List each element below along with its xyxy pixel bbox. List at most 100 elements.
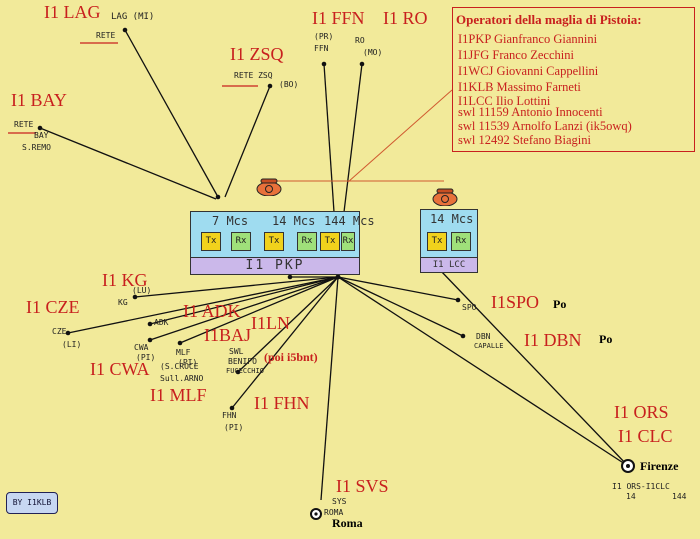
region-dbn: Po (599, 332, 613, 346)
call-ro: I1 RO (383, 8, 428, 28)
call-bay: I1 BAY (11, 90, 67, 110)
link-clc-2 (439, 269, 629, 467)
freq-14-lcc: 14 Mcs (430, 212, 474, 226)
sketch-spo-1: SPO (462, 303, 477, 312)
call-cwa: I1 CWA (90, 359, 150, 379)
tx-unit: Tx (264, 232, 284, 251)
sketch-adk-1: ADK (154, 318, 169, 327)
sketch-zsq-2: (BO) (279, 80, 299, 89)
sketch-clc-1: I1 ORS-I1CLC (612, 482, 670, 491)
freq-7: 7 Mcs (212, 214, 249, 228)
link-bay (39, 127, 217, 200)
call-cze: I1 CZE (26, 297, 80, 317)
sketch-cwa-3: (S.CROCE (160, 362, 199, 371)
link-lag (124, 29, 219, 198)
link-dbn (337, 276, 464, 337)
city-firenze: Firenze (640, 459, 679, 473)
sketch-swl-1: SWL (229, 347, 244, 356)
link-ffn (323, 63, 335, 213)
link-adk (149, 276, 339, 325)
sketch-lag-2: RETE (96, 31, 116, 40)
sketch-fhn-2: (PI) (224, 423, 244, 432)
tx-unit: Tx (320, 232, 340, 251)
sketch-dbn-2: CAPALLE (474, 342, 504, 350)
operator-1: I1PKP Gianfranco Giannini (458, 32, 598, 46)
telephone-icon (432, 188, 458, 206)
link-clc-1 (337, 276, 629, 467)
call-svs: I1 SVS (336, 476, 389, 496)
call-zsq: I1 ZSQ (230, 44, 284, 64)
sketch-clc-2: 14 (626, 492, 636, 501)
tx-unit: Tx (427, 232, 447, 251)
link-ro (343, 63, 363, 213)
call-clc: I1 CLC (618, 426, 673, 446)
operators-title: Operatori della maglia di Pistoia: (456, 12, 642, 27)
operator-2: I1JFG Franco Zecchini (458, 48, 574, 62)
hub-lcc-label: I1 LCC (420, 257, 478, 273)
call-dbn: I1 DBN (524, 330, 582, 350)
hub-pkp-label: I1 PKP (190, 257, 360, 275)
freq-14: 14 Mcs (272, 214, 316, 228)
tx-unit: Tx (201, 232, 221, 251)
sketch-cwa-1: CWA (134, 343, 149, 352)
sketch-svs-1: SYS (332, 497, 347, 506)
author-signature: BY I1KLB (6, 492, 58, 514)
link-fhn (231, 276, 339, 409)
link-zsq (224, 85, 271, 198)
sketch-kg-2: KG (118, 298, 128, 307)
call-kg: I1 KG (102, 270, 148, 290)
operator-8: swl 12492 Stefano Biagini (458, 133, 591, 147)
call-adk: I1 ADK (183, 301, 241, 321)
rx-unit: Rx (231, 232, 251, 251)
call-mlf: I1 MLF (150, 385, 207, 405)
call-fhn: I1 FHN (254, 393, 310, 413)
link-svs (320, 276, 339, 501)
call-ors: I1 ORS (614, 402, 669, 422)
rx-unit: Rx (341, 232, 355, 251)
link-kg (134, 276, 339, 298)
operator-4: I1KLB Massimo Farneti (458, 80, 581, 94)
operator-7: swl 11539 Arnolfo Lanzi (ik5owq) (458, 119, 632, 133)
sketch-fhn-1: FHN (222, 411, 237, 420)
pointer-line (347, 89, 453, 183)
sketch-ro-1: RO (355, 36, 365, 45)
sketch-cze-1: CZE (52, 327, 67, 336)
sketch-dbn-1: DBN (476, 332, 491, 341)
sketch-cze-2: (LI) (62, 340, 82, 349)
sketch-bay-2: BAY (34, 131, 49, 140)
operator-3: I1WCJ Giovanni Cappellini (458, 64, 599, 78)
call-baj: I1BAJ (204, 325, 252, 345)
sketch-zsq-1: RETE ZSQ (234, 71, 273, 80)
link-spo (337, 276, 459, 301)
link-swl (237, 276, 339, 373)
freq-144: 144 Mcs (324, 214, 375, 228)
operators-box: Operatori della maglia di Pistoia: I1PKP… (452, 7, 695, 152)
sketch-swl-3: FUCECCHIO (226, 367, 264, 375)
link-cze (67, 276, 339, 334)
city-roma: Roma (332, 516, 363, 530)
sketch-bay-1: RETE (14, 120, 34, 129)
operator-6: swl 11159 Antonio Innocenti (458, 105, 603, 119)
call-ln: I1LN (251, 313, 290, 333)
sketch-ffn-2: FFN (314, 44, 329, 53)
sketch-lag-1: LAG (MI) (111, 12, 155, 22)
call-ffn: I1 FFN (312, 8, 365, 28)
sketch-svs-2: ROMA (324, 508, 344, 517)
sketch-swl-2: BENIFO (228, 357, 257, 366)
region-spo: Po (553, 297, 567, 311)
sketch-clc-3: 144 (672, 492, 687, 501)
sketch-kg-1: (LU) (132, 286, 152, 295)
link-cwa (149, 276, 339, 341)
sketch-mlf-2: (PI) (178, 358, 198, 367)
call-lag: I1 LAG (44, 2, 101, 22)
sketch-cwa-4: Sull.ARNO (160, 374, 204, 383)
note-ln: (poi i5bnt) (264, 350, 318, 364)
operator-5: I1LCC Ilio Lottini (458, 94, 551, 108)
sketch-mlf-1: MLF (176, 348, 191, 357)
sketch-bay-3: S.REMO (22, 143, 51, 152)
rx-unit: Rx (451, 232, 471, 251)
call-spo: I1SPO (491, 292, 540, 312)
sketch-ffn-1: (PR) (314, 32, 334, 41)
